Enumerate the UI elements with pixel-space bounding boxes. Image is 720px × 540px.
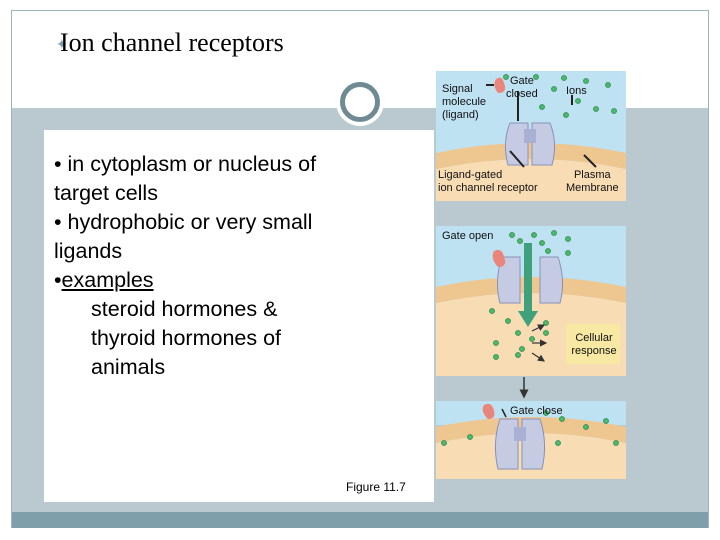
bullet-line-examples: •examples [54,266,316,295]
bullet-line: ligands [54,239,123,263]
ion-flow-arrow [524,243,532,313]
bullet-line: thyroid hormones of [91,326,282,350]
ion-dots [489,230,571,360]
bullet-line: steroid hormones & [91,297,278,321]
ions-label: Ions [566,85,587,97]
ion-channel-diagram [436,71,626,479]
ring-icon [340,82,380,122]
gate-closed-label: Gate closed [506,75,538,100]
title-bullet-icon: ✦ [56,36,68,52]
bullet-line: target cells [54,181,158,205]
bullet-line: animals [91,355,166,379]
channel-protein-open [496,256,564,304]
examples-label: examples [61,268,154,292]
ligand-icon [494,77,506,93]
panel-gate-closed [436,71,626,201]
panel-gate-close [436,401,626,479]
bullet-line: • hydrophobic or very small [54,210,313,234]
channel-protein [504,122,556,166]
bullet-line: • in cytoplasm or nucleus of [54,152,317,176]
ligand-icon [492,249,506,267]
gate-close-label: Gate close [510,405,563,417]
signal-molecule-label: Signal molecule (ligand) [442,83,487,121]
ion-dots [441,410,619,446]
receptor-label: Ligand-gated ion channel receptor [438,169,538,194]
panel-gate-open [436,226,626,399]
bullet-list: • in cytoplasm or nucleus of target cell… [54,150,316,382]
bullet-marker: • [54,268,62,292]
plasma-membrane-label: Plasma Membrane [566,169,619,194]
ion-dots [503,74,617,118]
cellular-response-box [566,324,620,364]
figure-caption: Figure 11.7 [346,480,406,494]
ligand-icon [482,403,495,419]
ion-channel-figure: Signal molecule (ligand) Gate closed Ion… [436,71,626,479]
bottom-bar [12,512,708,528]
text-panel [44,130,434,502]
channel-protein-closed [494,418,546,470]
gate-open-label: Gate open [442,230,494,242]
cellular-response-label: Cellular response [571,332,617,357]
slide-title: Ion channel receptors [60,28,284,57]
